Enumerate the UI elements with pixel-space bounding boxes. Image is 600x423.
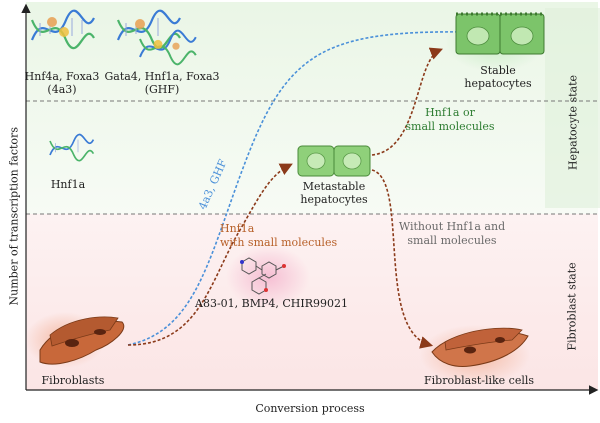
factor-set-ghf: Gata4, Hnf1a, Foxa3 (GHF) [104,70,220,96]
small-molecule-icon [240,257,286,295]
x-axis-label: Conversion process [255,402,365,415]
fibroblast-like-cells [431,327,529,367]
dna-icon [139,29,197,66]
revert-label-2: small molecules [407,234,497,247]
small-molecule-label-1: Hnf1a [220,222,255,235]
dna-icon [49,133,95,162]
fibroblast-cells [39,316,125,365]
revert-label-1: Without Hnf1a and [398,220,506,233]
small-molecule-label-2: with small molecules [220,236,338,249]
small-molecule-arrow [127,163,293,346]
stabilize-label-1: Hnf1a or [425,106,475,119]
factor-set-ghf-line2: (GHF) [144,83,180,96]
fibroblast-state-label: Fibroblast state [565,262,579,351]
metastable-label: Metastable hepatocytes [294,180,374,206]
factor-set-ghf-line1: Gata4, Hnf1a, Foxa3 [104,70,220,83]
compounds-label: A83-01, BMP4, CHIR99021 [195,297,349,310]
factor-set-4a3-line1: Hnf4a, Foxa3 [24,70,100,83]
reversion-arrow [371,169,434,349]
fibroblast-like-label: Fibroblast-like cells [424,374,535,387]
hepatocyte-state-label: Hepatocyte state [566,74,580,171]
fibroblasts-label: Fibroblasts [41,374,105,387]
stable-hepatocytes [455,12,545,55]
stable-label-line1: Stable [480,64,516,77]
stable-label: Stable hepatocytes [458,64,538,90]
y-axis-label: Number of transcription factors [7,127,21,306]
factor-set-4a3: Hnf4a, Foxa3 (4a3) [24,70,100,96]
stabilize-label-2: small molecules [405,120,495,133]
metastable-label-line1: Metastable [302,180,366,193]
hepatocyte-state-band [545,8,600,208]
dna-icon [30,9,95,50]
metastable-label-line2: hepatocytes [300,193,368,206]
factor-hnf1a: Hnf1a [50,178,86,191]
factor-set-4a3-line2: (4a3) [47,83,77,96]
stabilization-arrow [371,47,443,156]
direct-conversion-arrow [127,25,474,346]
metastable-hepatocytes [297,145,371,177]
stable-label-line2: hepatocytes [464,77,532,90]
